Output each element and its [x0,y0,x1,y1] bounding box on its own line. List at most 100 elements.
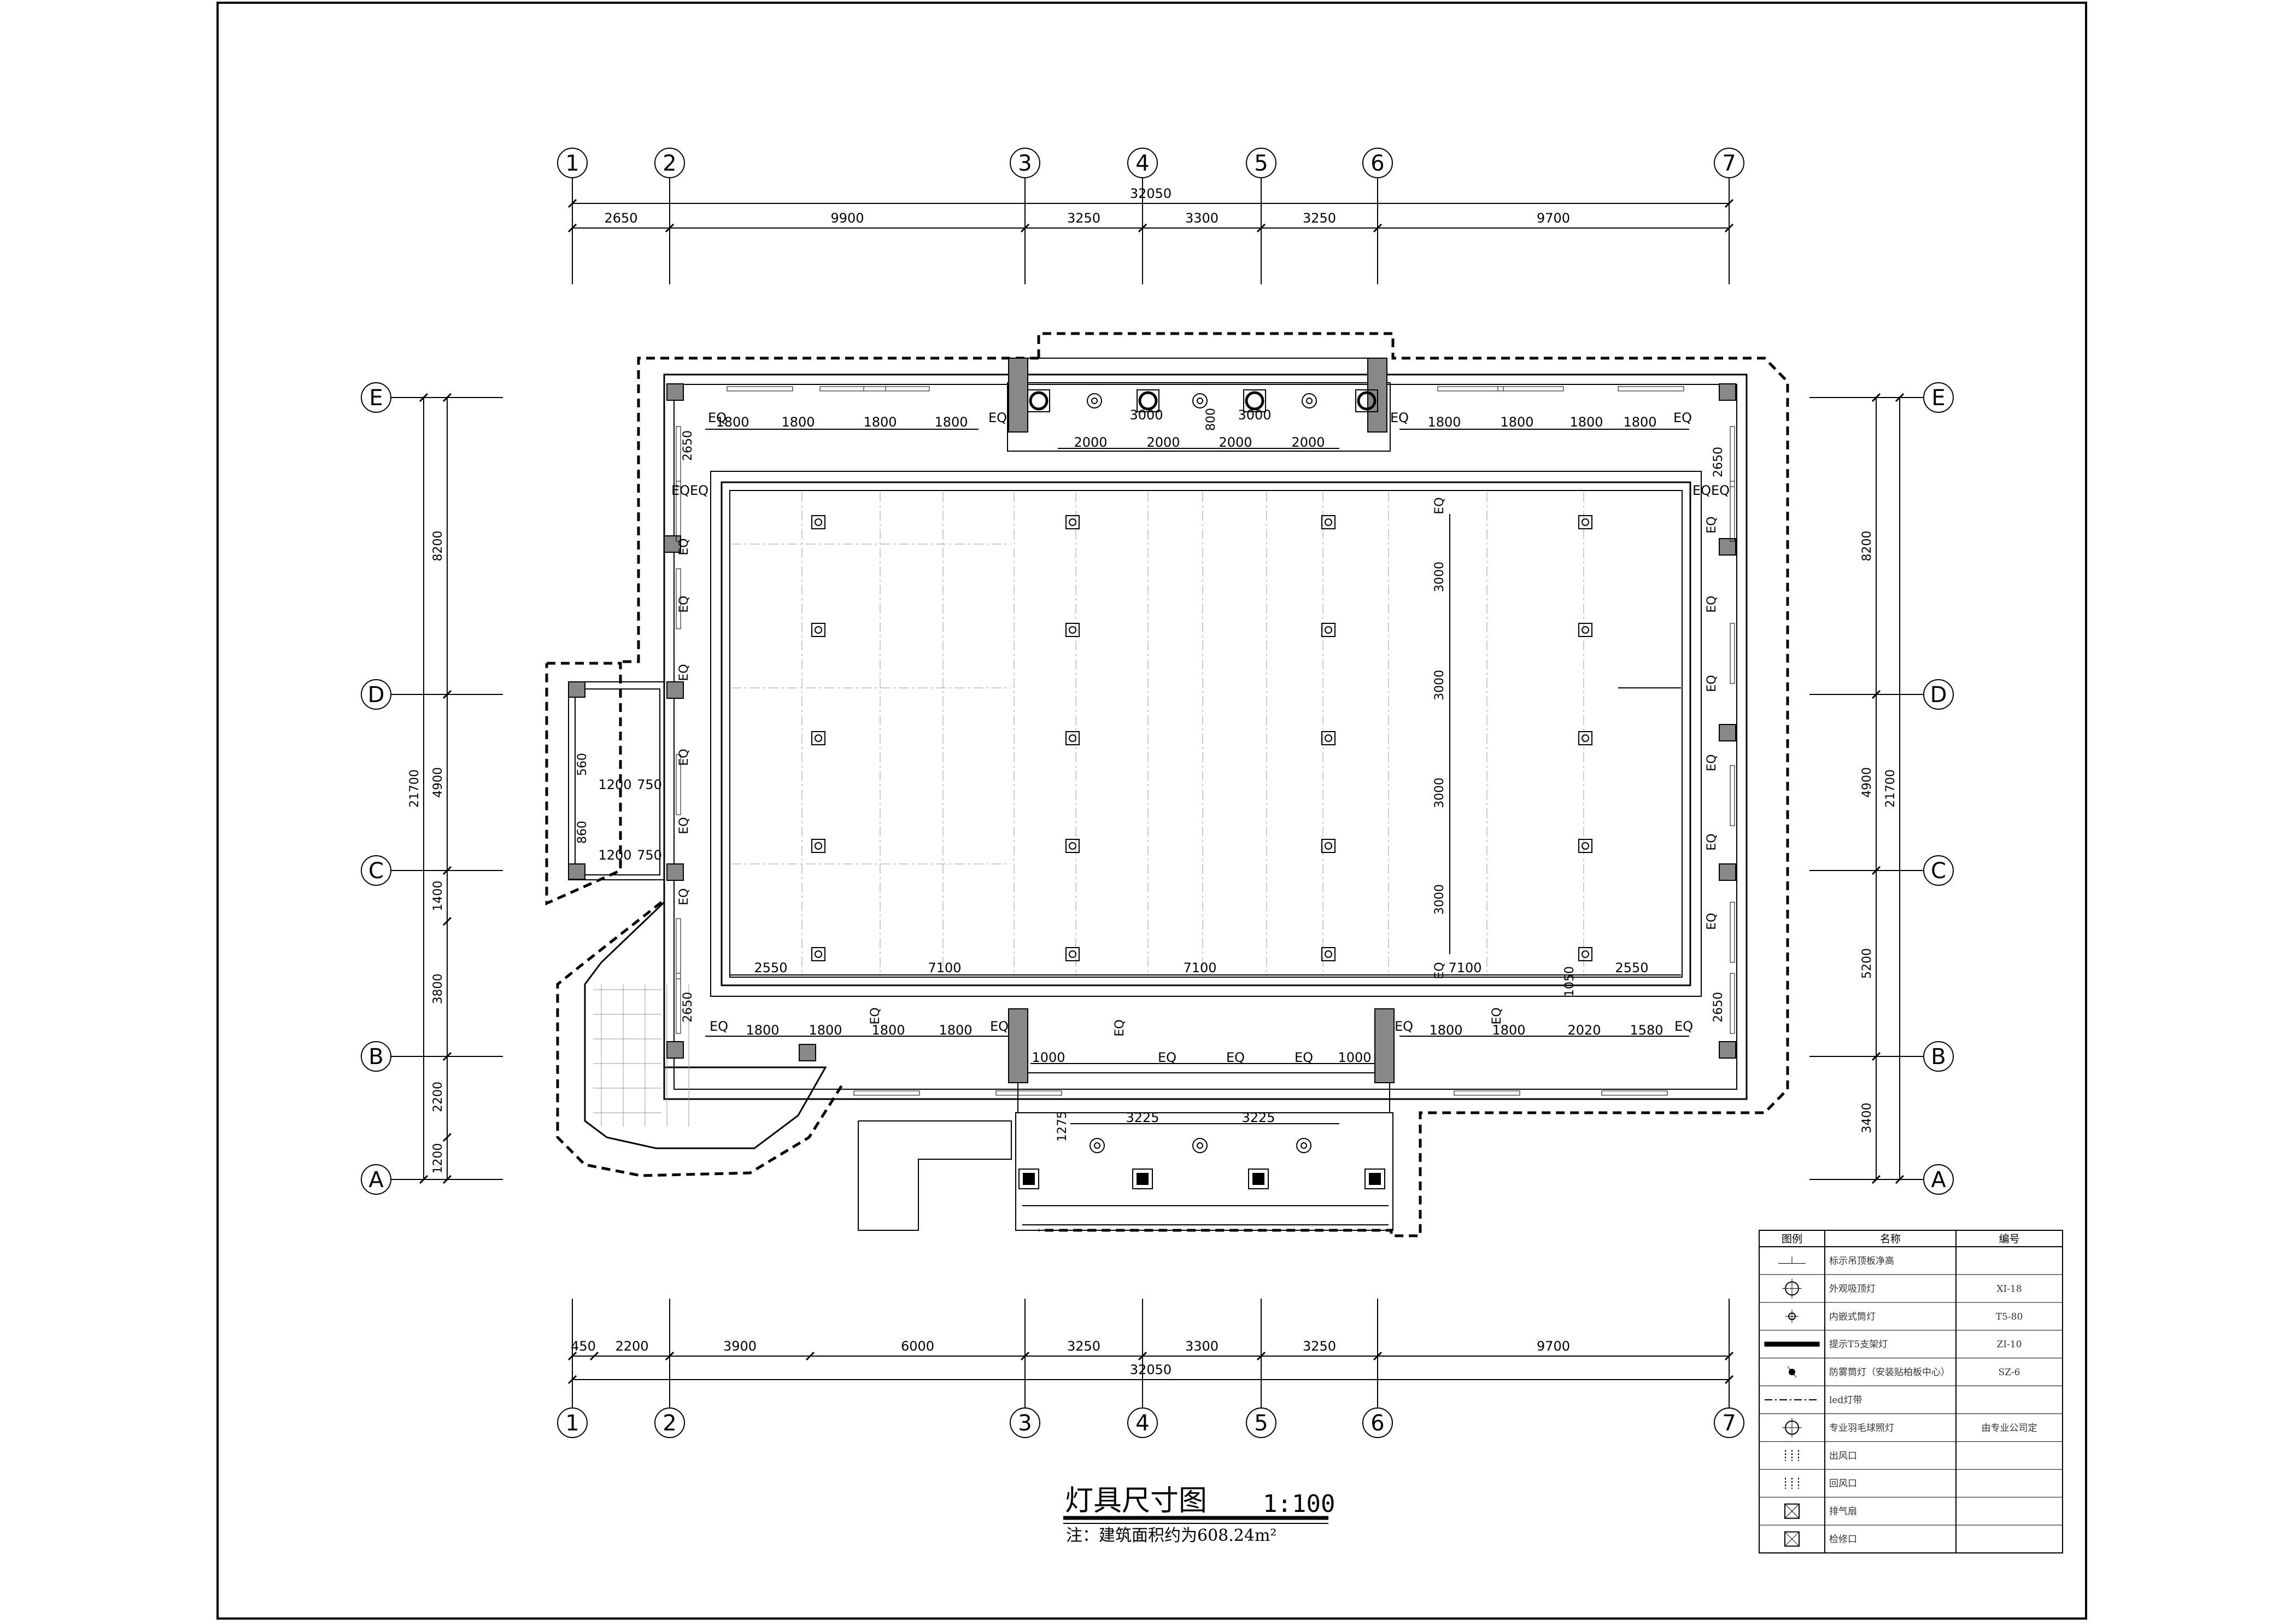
column-4 [1719,383,1736,401]
vestibule-w-3: 750 [637,848,662,863]
court-light-0-4-center [815,950,822,958]
dim-tick [1871,690,1881,699]
window-s-3 [1601,1090,1668,1096]
porch-0: 3225 [1126,1110,1159,1125]
vestibule-w-2: 1200 [598,848,631,863]
dim-tick [1138,1351,1147,1361]
dim-tick [442,1132,452,1142]
legend-name-4: 防雾筒灯（安装贴柏板中心） [1829,1367,1950,1378]
court-light-3-0-center [1582,518,1589,526]
area-note: 注：建筑面积约为608.24m² [1066,1526,1276,1545]
axis-label-7: 7 [1722,151,1736,176]
window-w-1 [676,481,681,542]
vestibule-h-1: 860 [576,821,589,844]
dim-tick [665,223,675,233]
window-e-5 [1730,973,1735,1034]
eq-col-top: EQ [1433,497,1446,514]
side-ne: 2650 [1712,447,1725,477]
eq-mid-1: EQ [1226,1050,1245,1065]
eq-mid-0: EQ [1158,1050,1176,1065]
window-s-1 [995,1090,1062,1096]
north-dim-0: 1800 [716,414,749,430]
eq-west-1: EQ [677,595,691,612]
dim-right-total: 21700 [1884,769,1897,808]
window-w-3 [676,754,681,815]
dim-tick [442,866,452,875]
court-light-0-2-center [815,734,822,742]
column-5 [1719,538,1736,556]
dim-tick [442,1175,452,1184]
axis-label-3: 3 [1018,151,1032,176]
axis-label-D: D [368,682,385,708]
axis-label-D: D [1930,682,1947,708]
dim-tick [1724,223,1734,233]
dim-bottom-label-3: 6000 [901,1339,934,1354]
eq-west-0: EQ [677,538,691,555]
entry-lamp-2 [1245,391,1264,411]
south-right-2: 2020 [1567,1023,1601,1038]
eq-west-2: EQ [677,664,691,681]
lobby-wall [584,901,827,1149]
window-e-4 [1730,902,1735,963]
ceiling-border-inner [729,490,1683,978]
eq-mid-2: EQ [1295,1050,1313,1065]
dim-bottom-label-5: 3300 [1185,1339,1219,1354]
dim-right-label-0: 8200 [1860,531,1874,562]
ceiling-col-2: 3000 [1433,778,1446,808]
entry-bottom-3: 2000 [1291,435,1325,450]
axis-label-C: C [1931,858,1946,884]
axis-label-A: A [368,1167,384,1193]
court-light-3-1 [1578,623,1592,637]
south-mid-1: 1000 [1338,1050,1371,1065]
window-n-0 [727,386,793,392]
side-se: 2650 [1712,992,1725,1023]
legend-header-name: 名称 [1880,1233,1901,1245]
south-left-3: 1800 [939,1023,972,1038]
court-light-1-0 [1065,515,1080,529]
court-light-2-4 [1321,947,1336,961]
eq-north-1: EQ [988,410,1007,425]
column-3 [666,1041,684,1059]
axis-label-E: E [369,385,383,411]
legend-name-2: 内嵌式筒灯 [1829,1311,1876,1322]
entry-lamp-3 [1357,391,1377,411]
outer-wall [663,373,1748,1100]
terrace-lamp-1 [1137,1173,1149,1185]
ceiling-row-2: 7100 [1183,960,1216,975]
axis-label-A: A [1931,1167,1946,1193]
court-light-0-4 [811,947,825,961]
court-light-3-1-center [1582,626,1589,634]
legend-header-icon: 图例 [1782,1233,1802,1245]
entry-top-1: 800 [1204,408,1218,431]
eq-col-bottom: EQ [1433,962,1446,979]
axis-label-2: 2 [663,1411,676,1436]
dim-right-label-3: 3400 [1860,1103,1874,1134]
dim-top-label-3: 3300 [1185,211,1219,226]
porch-downlight-1 [1192,1138,1208,1153]
ceiling-row-1: 7100 [928,960,961,975]
dim-top-total: 32050 [1130,186,1172,201]
dim-top-label-4: 3250 [1303,211,1336,226]
drawing-scale: 1:100 [1263,1490,1335,1518]
eq-south-3: EQ [1674,1019,1693,1034]
court-light-1-0-center [1069,518,1076,526]
entry-downlight-2 [1302,393,1317,408]
dim-tick [1020,223,1030,233]
dim-tick [1871,393,1881,402]
dim-top-label-2: 3250 [1067,211,1100,226]
exhaust-fan [1784,1503,1800,1519]
eq-east-0: EQ [1705,516,1719,533]
north-dim-r-2: 1800 [1569,414,1603,430]
roof-outline-vestibule [545,662,622,906]
dim-tick [805,1351,815,1361]
court-light-0-0-center [815,518,822,526]
window-n-4 [1497,386,1564,392]
court-light-1-2 [1065,731,1080,745]
dim-tick [1256,223,1266,233]
axis-label-1: 1 [565,1411,579,1436]
window-w-4 [676,918,681,979]
court-light-0-2 [811,731,825,745]
court-light-1-3 [1065,839,1080,853]
